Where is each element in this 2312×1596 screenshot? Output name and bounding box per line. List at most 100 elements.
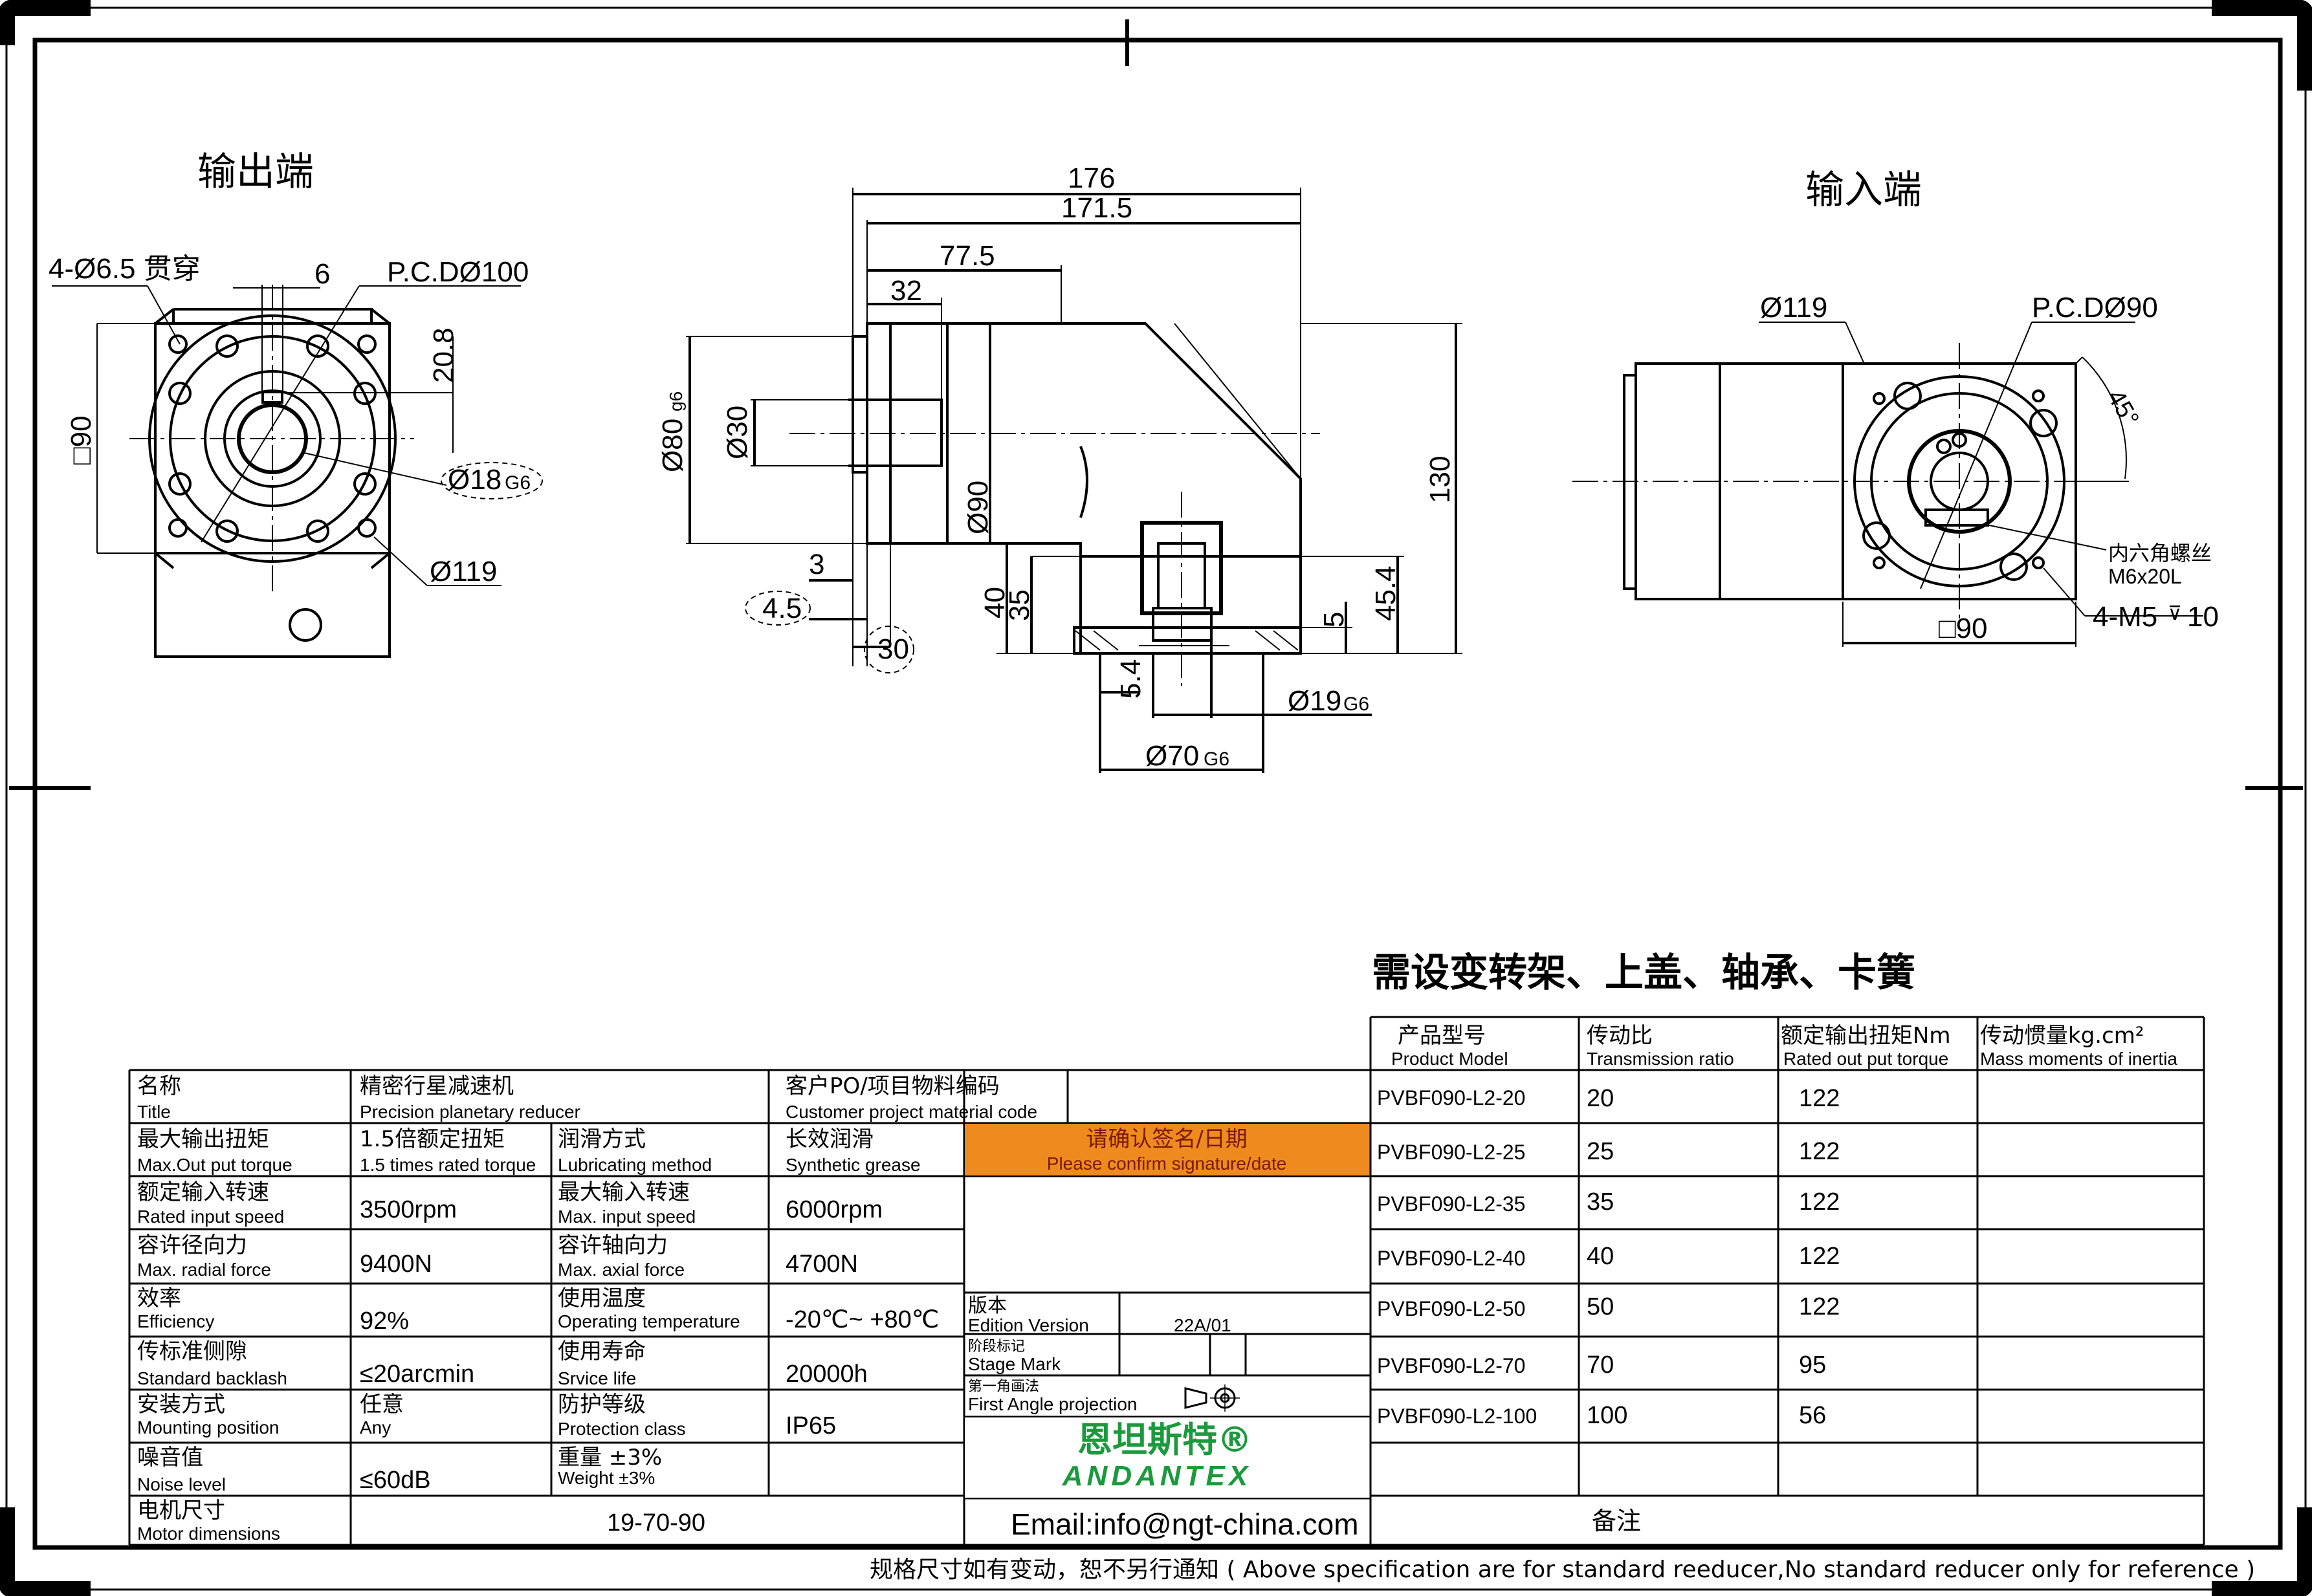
remark-label: 备注 (1592, 1507, 1641, 1535)
model-table-grid (1369, 1016, 2205, 1546)
maxin-value: 6000rpm (786, 1196, 883, 1223)
torque-cell: 95 (1799, 1351, 1826, 1379)
torque-cell: 122 (1799, 1243, 1840, 1270)
eff-label-cn: 效率 (137, 1285, 181, 1311)
model-header-en: Product Model (1391, 1049, 1508, 1069)
noise-value: ≤60dB (360, 1467, 431, 1494)
table-row: PVBF090-L2-100 100 56 (1377, 1402, 1826, 1429)
spec-table-text: 名称 Title 精密行星减速机 Precision planetary red… (137, 1073, 1359, 1544)
torque-cell: 122 (1799, 1138, 1840, 1165)
weight-label-cn: 重量 ±3% (558, 1445, 662, 1470)
title-value-en: Precision planetary reducer (360, 1102, 580, 1122)
life-label-cn: 使用寿命 (558, 1339, 646, 1364)
confirm-label-cn: 请确认签名/日期 (1086, 1126, 1247, 1152)
side-dim-35: 35 (1004, 589, 1035, 621)
side-dim-5-4: 5.4 (1115, 659, 1147, 699)
side-dia-30: Ø30 (721, 406, 753, 459)
footer-disclaimer: 规格尺寸如有变动，恕不另行通知 ( Above specification ar… (870, 1557, 2255, 1583)
maxout-value-en: 1.5 times rated torque (360, 1155, 536, 1175)
design-notice: 需设变转架、上盖、轴承、卡簧 (1372, 950, 1915, 996)
ratio-cell: 70 (1587, 1351, 1614, 1379)
output-square: □90 (65, 415, 97, 465)
model-cell: PVBF090-L2-40 (1377, 1247, 1525, 1270)
motor-label-cn: 电机尺寸 (137, 1498, 225, 1524)
noise-label-en: Noise level (137, 1474, 226, 1494)
life-value: 20000h (786, 1361, 868, 1388)
input-hole-depth: 10 (2187, 601, 2219, 633)
mount-value-en: Any (360, 1417, 391, 1437)
maxout-value-cn: 1.5倍额定扭矩 (360, 1126, 505, 1152)
maxout-label-en: Max.Out put torque (137, 1155, 292, 1175)
ratio-cell: 50 (1587, 1293, 1614, 1320)
input-end-view (1572, 322, 2203, 647)
input-dia-119: Ø119 (1760, 292, 1827, 323)
prot-label-cn: 防护等级 (558, 1392, 646, 1417)
side-dia-70-tol: G6 (1204, 749, 1229, 770)
model-cell: PVBF090-L2-50 (1377, 1297, 1525, 1320)
model-cell: PVBF090-L2-20 (1377, 1086, 1525, 1110)
output-shaft-tol: G6 (505, 472, 531, 494)
first-angle-projection-icon (1184, 1384, 1240, 1412)
inertia-header-cn: 传动惯量kg.cm² (1980, 1023, 2144, 1049)
lub-value-en: Synthetic grease (786, 1155, 921, 1175)
maxin-label-cn: 最大输入转速 (558, 1179, 690, 1205)
model-table-header: 产品型号 Product Model 传动比 Transmission rati… (1391, 1023, 2177, 1069)
side-len-77: 77.5 (940, 240, 995, 272)
noise-label-cn: 噪音值 (137, 1445, 203, 1470)
output-key-width: 6 (314, 258, 330, 290)
temp-value: -20℃~ +80℃ (786, 1306, 939, 1333)
edition-label-cn: 版本 (968, 1295, 1007, 1317)
side-dia-80-tol: g6 (666, 391, 686, 411)
model-cell: PVBF090-L2-25 (1377, 1141, 1525, 1164)
confirm-signature-cell[interactable] (965, 1124, 1370, 1175)
ratio-header-en: Transmission ratio (1587, 1049, 1734, 1069)
edition-label-en: Edition Version (968, 1315, 1089, 1335)
side-height-130: 130 (1424, 456, 1456, 503)
rad-label-cn: 容许径向力 (137, 1232, 247, 1258)
prot-label-en: Protection class (558, 1419, 686, 1439)
model-cell: PVBF090-L2-70 (1377, 1354, 1525, 1377)
input-end-dims: Ø119 P.C.DØ90 45° 内六角螺丝 M6x20L □90 4-M5 … (1760, 292, 2219, 644)
edition-value: 22A/01 (1174, 1315, 1231, 1335)
ratio-cell: 25 (1587, 1138, 1614, 1165)
model-table-rows: PVBF090-L2-20 20 122 PVBF090-L2-25 25 12… (1377, 1085, 1840, 1429)
side-view-dims: 176 171.5 77.5 32 Ø80 g6 Ø30 Ø90 130 3 4… (657, 162, 1456, 772)
side-len-total: 176 (1068, 162, 1115, 194)
lub-label-cn: 润滑方式 (558, 1126, 646, 1152)
temp-label-en: Operating temperature (558, 1311, 740, 1331)
side-view (686, 188, 1462, 773)
brand-logo-cn: 恩坦斯特® (1077, 1419, 1252, 1460)
confirm-label-en: Please confirm signature/date (1047, 1153, 1286, 1174)
side-len-body: 171.5 (1061, 192, 1132, 224)
ratio-header-cn: 传动比 (1587, 1023, 1653, 1049)
prot-value: IP65 (786, 1412, 836, 1439)
customer-code-cn: 客户PO/项目物料编码 (786, 1073, 1000, 1099)
rin-label-en: Rated input speed (137, 1207, 284, 1227)
side-dia-80: Ø80 (657, 419, 688, 472)
output-end-view (52, 285, 543, 658)
output-flange-dia: Ø119 (430, 556, 497, 587)
axi-label-cn: 容许轴向力 (558, 1232, 668, 1258)
input-holes: 4-M5 (2093, 601, 2157, 633)
contact-email[interactable]: Email:info@ngt-china.com (1011, 1507, 1359, 1541)
mount-label-en: Mounting position (137, 1417, 279, 1437)
table-row: PVBF090-L2-20 20 122 (1377, 1085, 1840, 1112)
table-row: PVBF090-L2-25 25 122 (1377, 1138, 1840, 1165)
motor-label-en: Motor dimensions (137, 1524, 280, 1544)
rad-value: 9400N (360, 1251, 432, 1278)
model-cell: PVBF090-L2-35 (1377, 1192, 1525, 1216)
brand-logo-en: ANDANTEX (1062, 1460, 1251, 1492)
model-cell: PVBF090-L2-100 (1377, 1405, 1537, 1428)
motor-value: 19-70-90 (607, 1509, 705, 1536)
rin-label-cn: 额定输入转速 (137, 1179, 269, 1205)
ratio-cell: 20 (1587, 1085, 1614, 1112)
maxout-label-cn: 最大输出扭矩 (137, 1126, 269, 1152)
ratio-cell: 40 (1587, 1243, 1614, 1270)
table-row: PVBF090-L2-70 70 95 (1377, 1351, 1826, 1379)
side-dim-3: 3 (809, 549, 824, 580)
side-dia-90: Ø90 (962, 481, 994, 534)
side-len-32: 32 (890, 275, 922, 307)
side-dia-19-tol: G6 (1343, 694, 1369, 715)
